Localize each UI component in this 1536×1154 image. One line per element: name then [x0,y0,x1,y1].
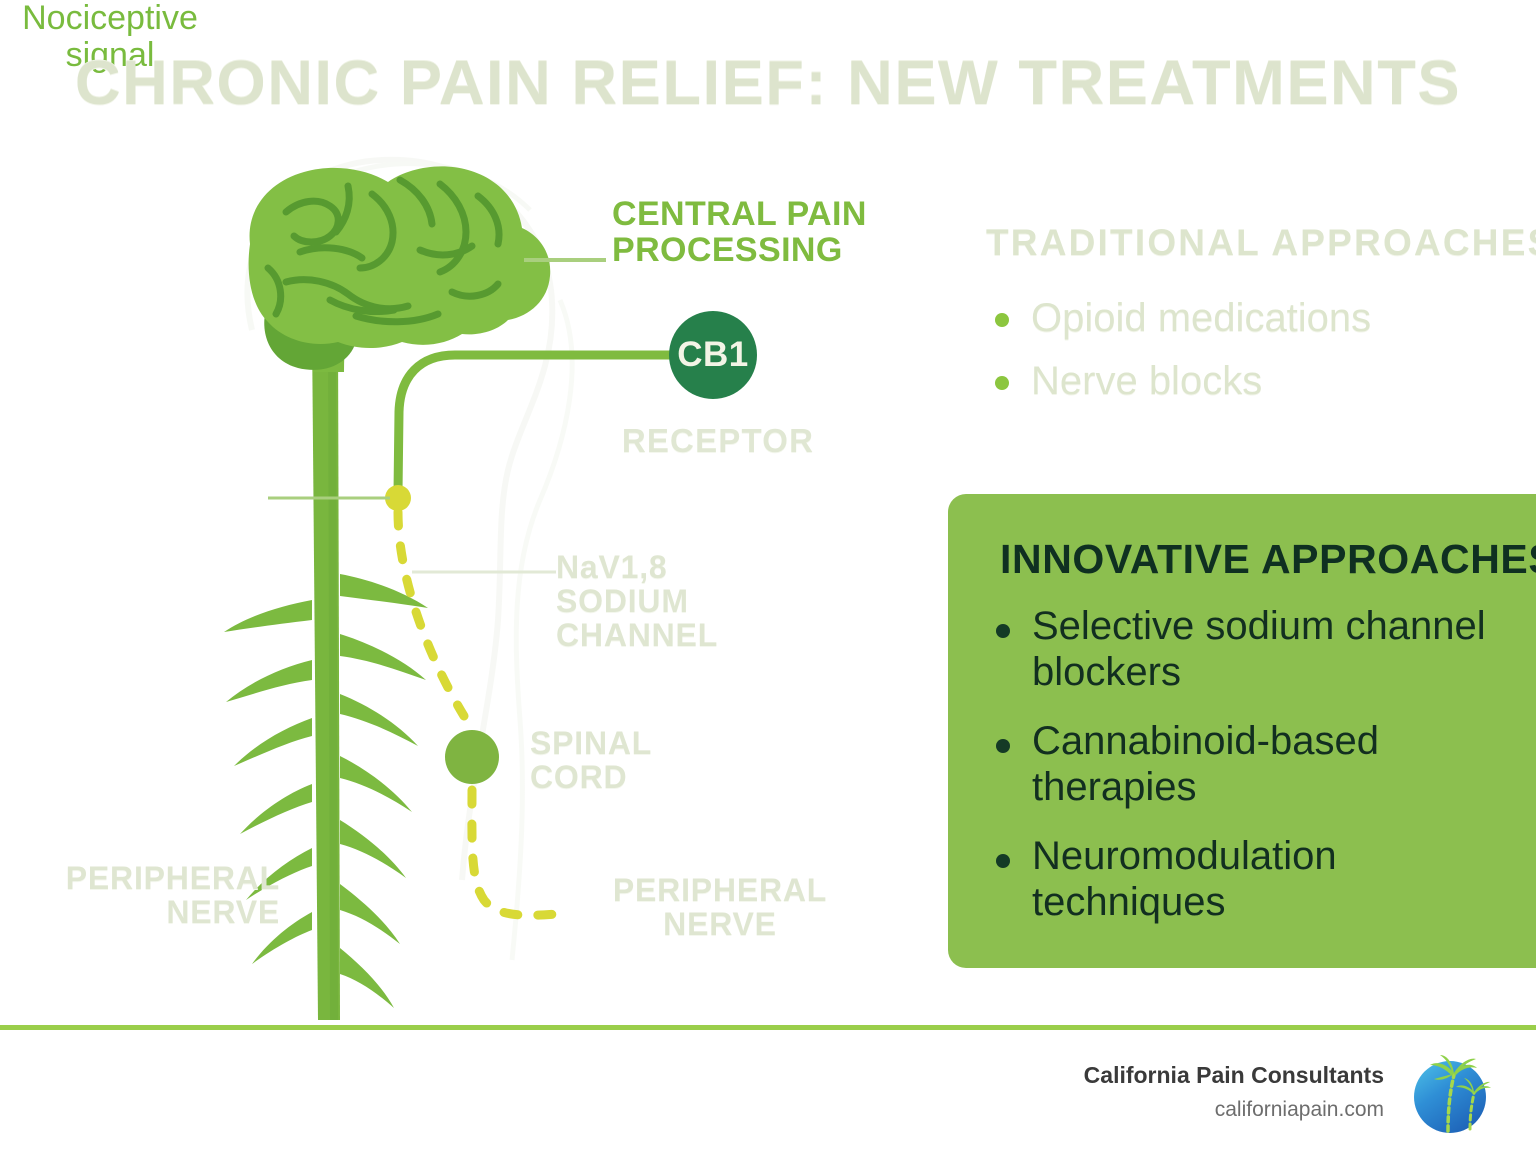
innovative-approaches-heading: INNOVATIVE APPROACHES [1000,536,1536,582]
list-item: Neuromodulation techniques [996,834,1496,925]
footer-company-name: California Pain Consultants [1083,1062,1384,1088]
bullet-dot-icon [996,739,1010,754]
spinal-cord-node [445,730,499,784]
label-nociceptive-signal: Nociceptive signal [22,0,198,75]
label-peripheral-nerve-right: PERIPHERAL NERVE [612,872,828,942]
footer-website-url: californiapain.com [1214,1098,1384,1121]
page-title: CHRONIC PAIN RELIEF: NEW TREATMENTS [74,49,1462,118]
innovative-item-label: Selective sodium channel blockers [1032,604,1486,694]
nociceptive-path-lower [467,785,563,920]
label-spinal-cord: SPINAL CORD [530,725,653,795]
globe-palm-trees-logo [1414,1055,1491,1133]
nervous-system-illustration [224,166,674,1020]
label-receptor: RECEPTOR [621,422,815,459]
spinal-cord-trunk [312,330,340,1020]
traditional-item-label: Opioid medications [1031,296,1372,340]
nociceptive-path-upper [393,507,469,721]
innovative-item-label: Cannabinoid-based therapies [1032,719,1379,809]
innovative-approaches-list: Selective sodium channel blockers Cannab… [996,604,1496,950]
list-item: Opioid medications [995,295,1515,342]
list-item: Cannabinoid-based therapies [996,719,1496,810]
list-item: Selective sodium channel blockers [996,604,1496,695]
cb1-receptor-badge[interactable]: CB1 [669,311,757,399]
palm-fronds-tall [1430,1055,1477,1080]
bullet-dot-icon [996,854,1010,869]
nociceptive-junction-dot [385,485,411,511]
traditional-approaches-list: Opioid medications Nerve blocks [995,295,1515,421]
traditional-item-label: Nerve blocks [1031,359,1263,404]
label-central-pain-processing: CENTRAL PAIN PROCESSING [612,195,867,270]
palm-fronds-short [1456,1078,1491,1094]
footer-divider [0,1025,1536,1030]
innovative-item-label: Neuromodulation techniques [1032,834,1337,924]
bullet-dot-icon [996,624,1010,638]
innovative-approaches-card [948,494,1536,968]
cb1-connector-path [393,350,674,497]
traditional-approaches-heading: TRADITIONAL APPROACHES [986,222,1536,263]
label-peripheral-nerve-left: PERIPHERAL NERVE [65,860,280,930]
peripheral-nerve-branches [224,574,428,1008]
brain-illustration [248,166,551,348]
list-item: Nerve blocks [995,358,1515,405]
label-nav-sodium-channel: NaV1,8 SODIUM CHANNEL [556,549,719,653]
bullet-dot-icon [995,376,1009,391]
bullet-dot-icon [995,313,1009,327]
